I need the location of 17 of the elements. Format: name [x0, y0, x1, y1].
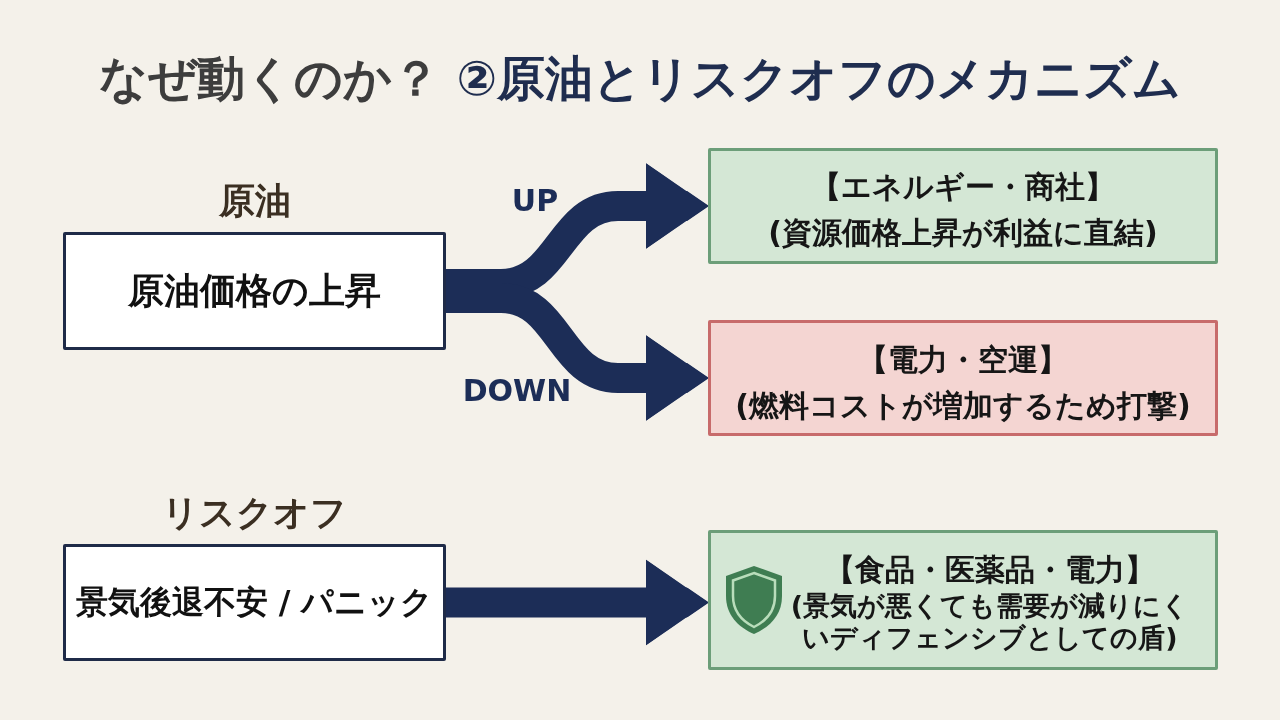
sector-note: (資源価格上昇が利益に直結) [768, 214, 1158, 252]
slide-title: なぜ動くのか？ ②原油とリスクオフのメカニズム [98, 49, 1182, 107]
sector-heading: 【電力・空運】 [858, 341, 1068, 379]
sector-note: (燃料コストが増加するため打撃) [735, 387, 1191, 425]
section-heading: リスクオフ [162, 491, 347, 535]
sector-note: (景気が悪くても需要が減りにくいディフェンシブとしての盾) [790, 590, 1190, 654]
outcome-box [708, 148, 1218, 264]
process-label: 原油価格の上昇 [128, 268, 381, 313]
outcome-box [708, 320, 1218, 436]
thick-arrow [446, 559, 708, 646]
outcome-box [708, 530, 1218, 670]
process-label: 景気後退不安 / パニック [75, 581, 434, 623]
edge-label: UP [511, 182, 559, 218]
edge-label: DOWN [462, 372, 572, 408]
sector-heading: 【食品・医薬品・電力】 [825, 551, 1155, 589]
section-heading: 原油 [218, 179, 291, 223]
sector-heading: 【エネルギー・商社】 [811, 168, 1115, 206]
